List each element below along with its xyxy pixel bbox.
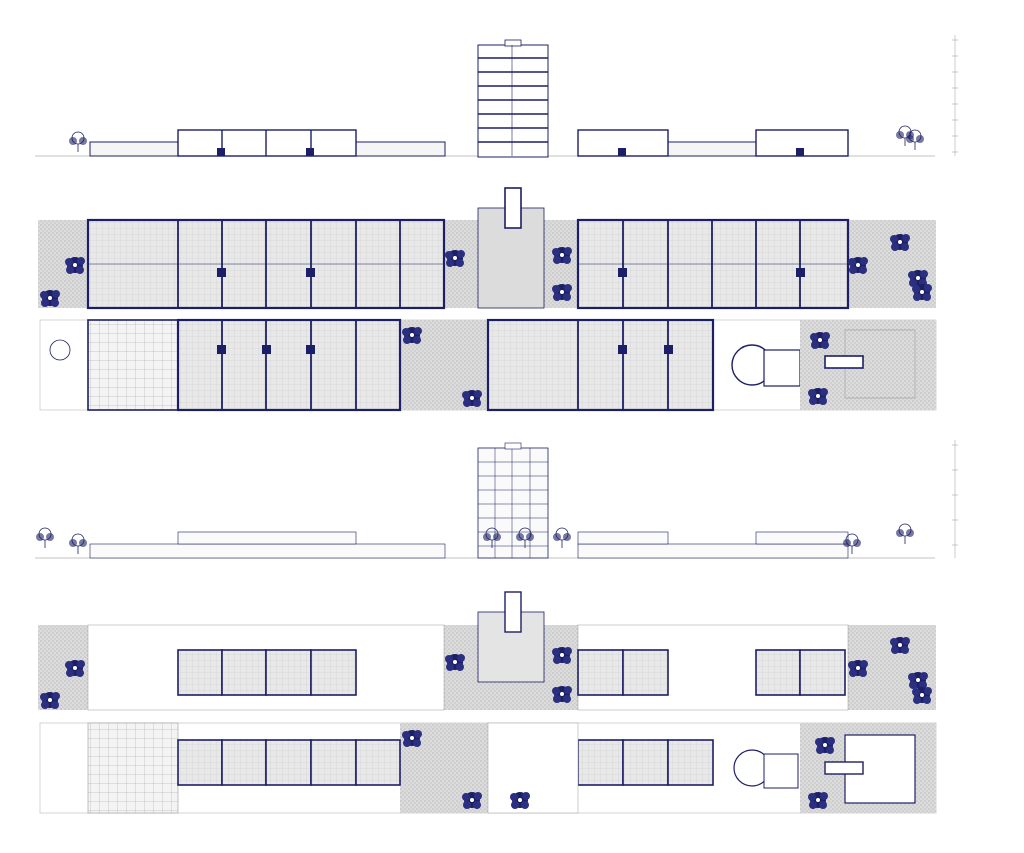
glazed-tower: [477, 442, 549, 559]
apartment-units-first-lower: [177, 739, 714, 786]
apartment-units-first-upper: [177, 649, 846, 696]
level-scale-upper: [952, 35, 958, 156]
section-tower: [477, 39, 549, 158]
elevation-lower: [35, 440, 958, 559]
elevation-upper: [35, 35, 958, 158]
plan-first-lower: [39, 722, 937, 814]
elevation-left-block: [89, 129, 446, 157]
plan-ground-lower: [39, 318, 937, 412]
left-wing-ground: [86, 218, 446, 310]
right-wing-ground: [576, 218, 850, 310]
plan-first-upper: [38, 591, 936, 711]
elevation-right-block: [577, 129, 849, 157]
level-scale-lower: [952, 440, 958, 558]
plan-ground-upper: [38, 187, 936, 310]
